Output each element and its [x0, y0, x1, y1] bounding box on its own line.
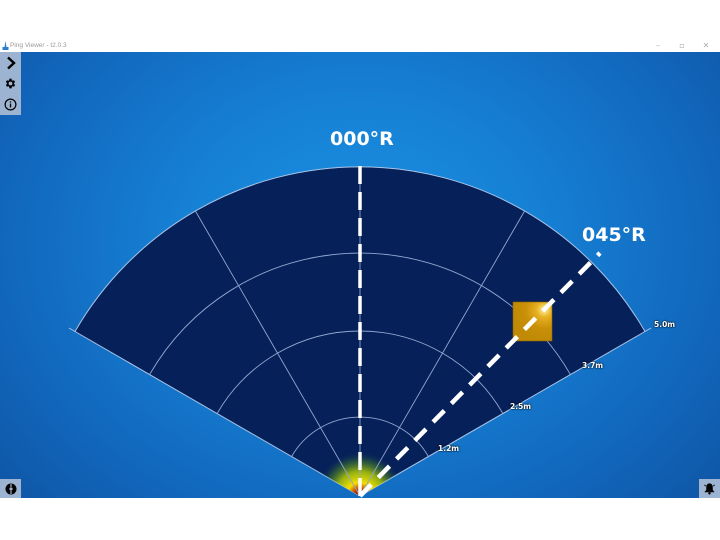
bell-icon	[704, 483, 715, 495]
settings-button[interactable]	[2, 75, 19, 92]
heading-label-045: 045°R	[582, 224, 646, 246]
device-manager-button[interactable]	[0, 479, 21, 498]
close-button[interactable]: ✕	[702, 41, 710, 50]
range-label-1-2m: 1.2m	[438, 444, 460, 453]
range-label-3-7m: 3.7m	[582, 361, 604, 370]
gear-icon	[5, 78, 16, 89]
title-bar: Ping Viewer - t2.0.3 – ▫ ✕	[0, 40, 720, 52]
heading-line-045	[358, 251, 602, 498]
chevron-right-icon	[6, 56, 16, 69]
app-logo-icon	[2, 41, 9, 50]
maximize-button[interactable]: ▫	[679, 41, 685, 50]
minimize-button[interactable]: –	[656, 41, 660, 50]
warnings-button[interactable]	[699, 479, 720, 498]
window-title: Ping Viewer - t2.0.3	[10, 42, 67, 49]
info-icon	[4, 98, 17, 111]
sonar-display	[68, 158, 652, 498]
range-label-2-5m: 2.5m	[510, 402, 532, 411]
heading-label-000: 000°R	[330, 128, 394, 150]
sonar-view: 000°R 045°R 1.2m 2.5m 3.7m 5.0m	[0, 52, 720, 498]
sonar-device-icon	[5, 483, 16, 494]
info-button[interactable]	[2, 96, 19, 113]
expand-sidebar-button[interactable]	[2, 54, 19, 71]
range-label-5-0m: 5.0m	[654, 320, 676, 329]
sidebar	[0, 52, 21, 115]
